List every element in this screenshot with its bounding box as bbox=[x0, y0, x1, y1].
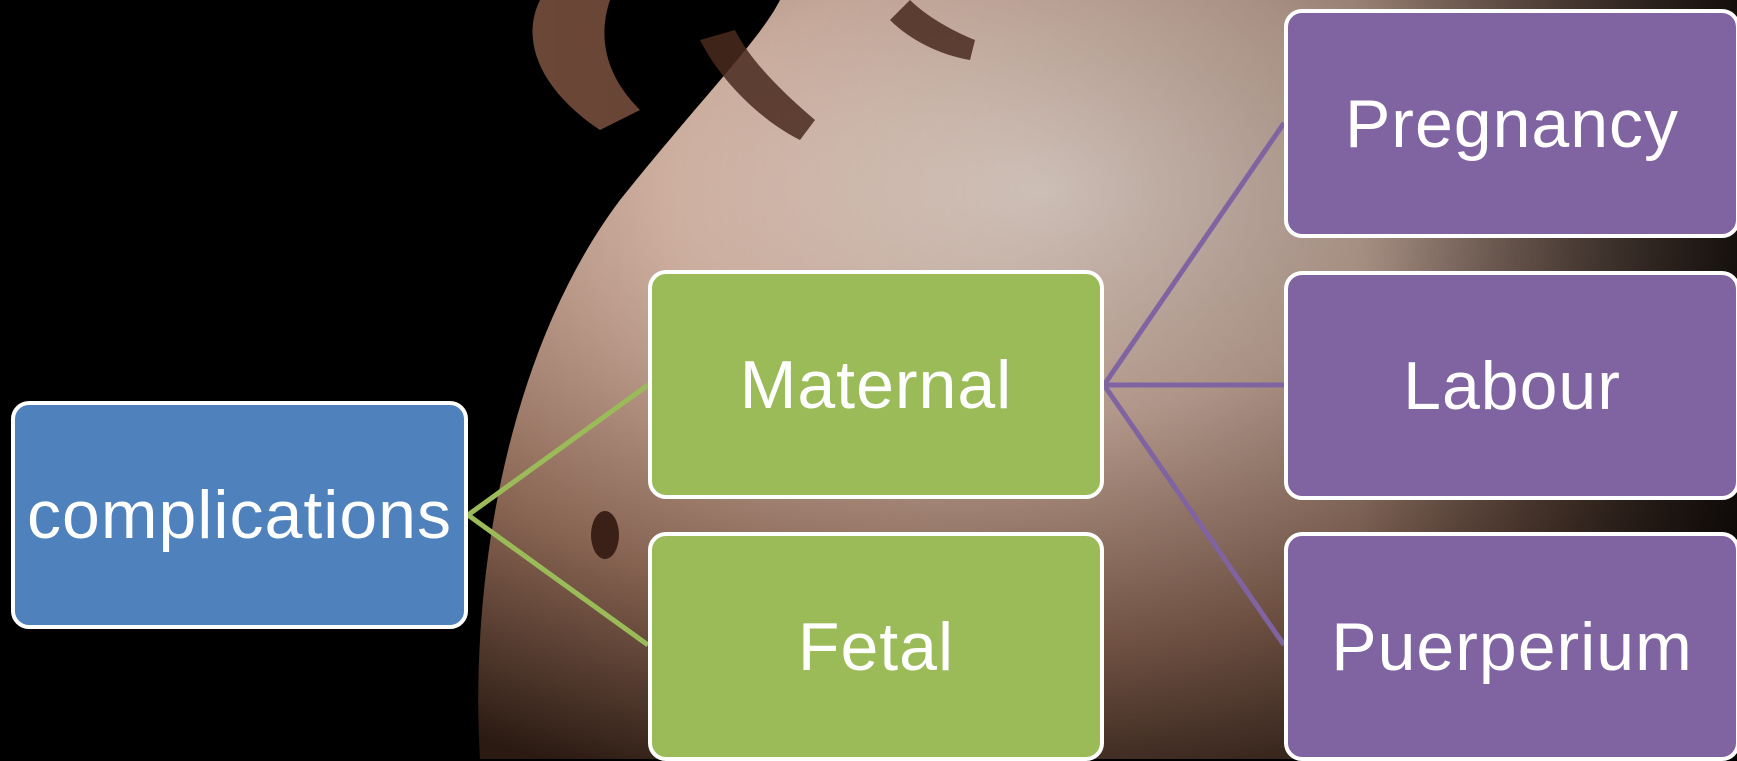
node-complications: complications bbox=[11, 401, 468, 629]
node-complications-label: complications bbox=[27, 476, 452, 554]
node-labour: Labour bbox=[1284, 271, 1737, 500]
connector-root-fetal bbox=[468, 515, 648, 645]
node-puerperium-label: Puerperium bbox=[1331, 608, 1693, 686]
connector-maternal-puerperium bbox=[1104, 385, 1284, 645]
connector-maternal-pregnancy bbox=[1104, 123, 1284, 385]
node-maternal-label: Maternal bbox=[740, 346, 1013, 424]
node-pregnancy: Pregnancy bbox=[1284, 9, 1737, 238]
node-fetal: Fetal bbox=[648, 532, 1104, 761]
connector-root-maternal bbox=[468, 385, 648, 515]
node-pregnancy-label: Pregnancy bbox=[1345, 85, 1679, 163]
node-puerperium: Puerperium bbox=[1284, 532, 1737, 761]
node-maternal: Maternal bbox=[648, 270, 1104, 499]
node-fetal-label: Fetal bbox=[798, 608, 954, 686]
node-labour-label: Labour bbox=[1403, 347, 1621, 425]
